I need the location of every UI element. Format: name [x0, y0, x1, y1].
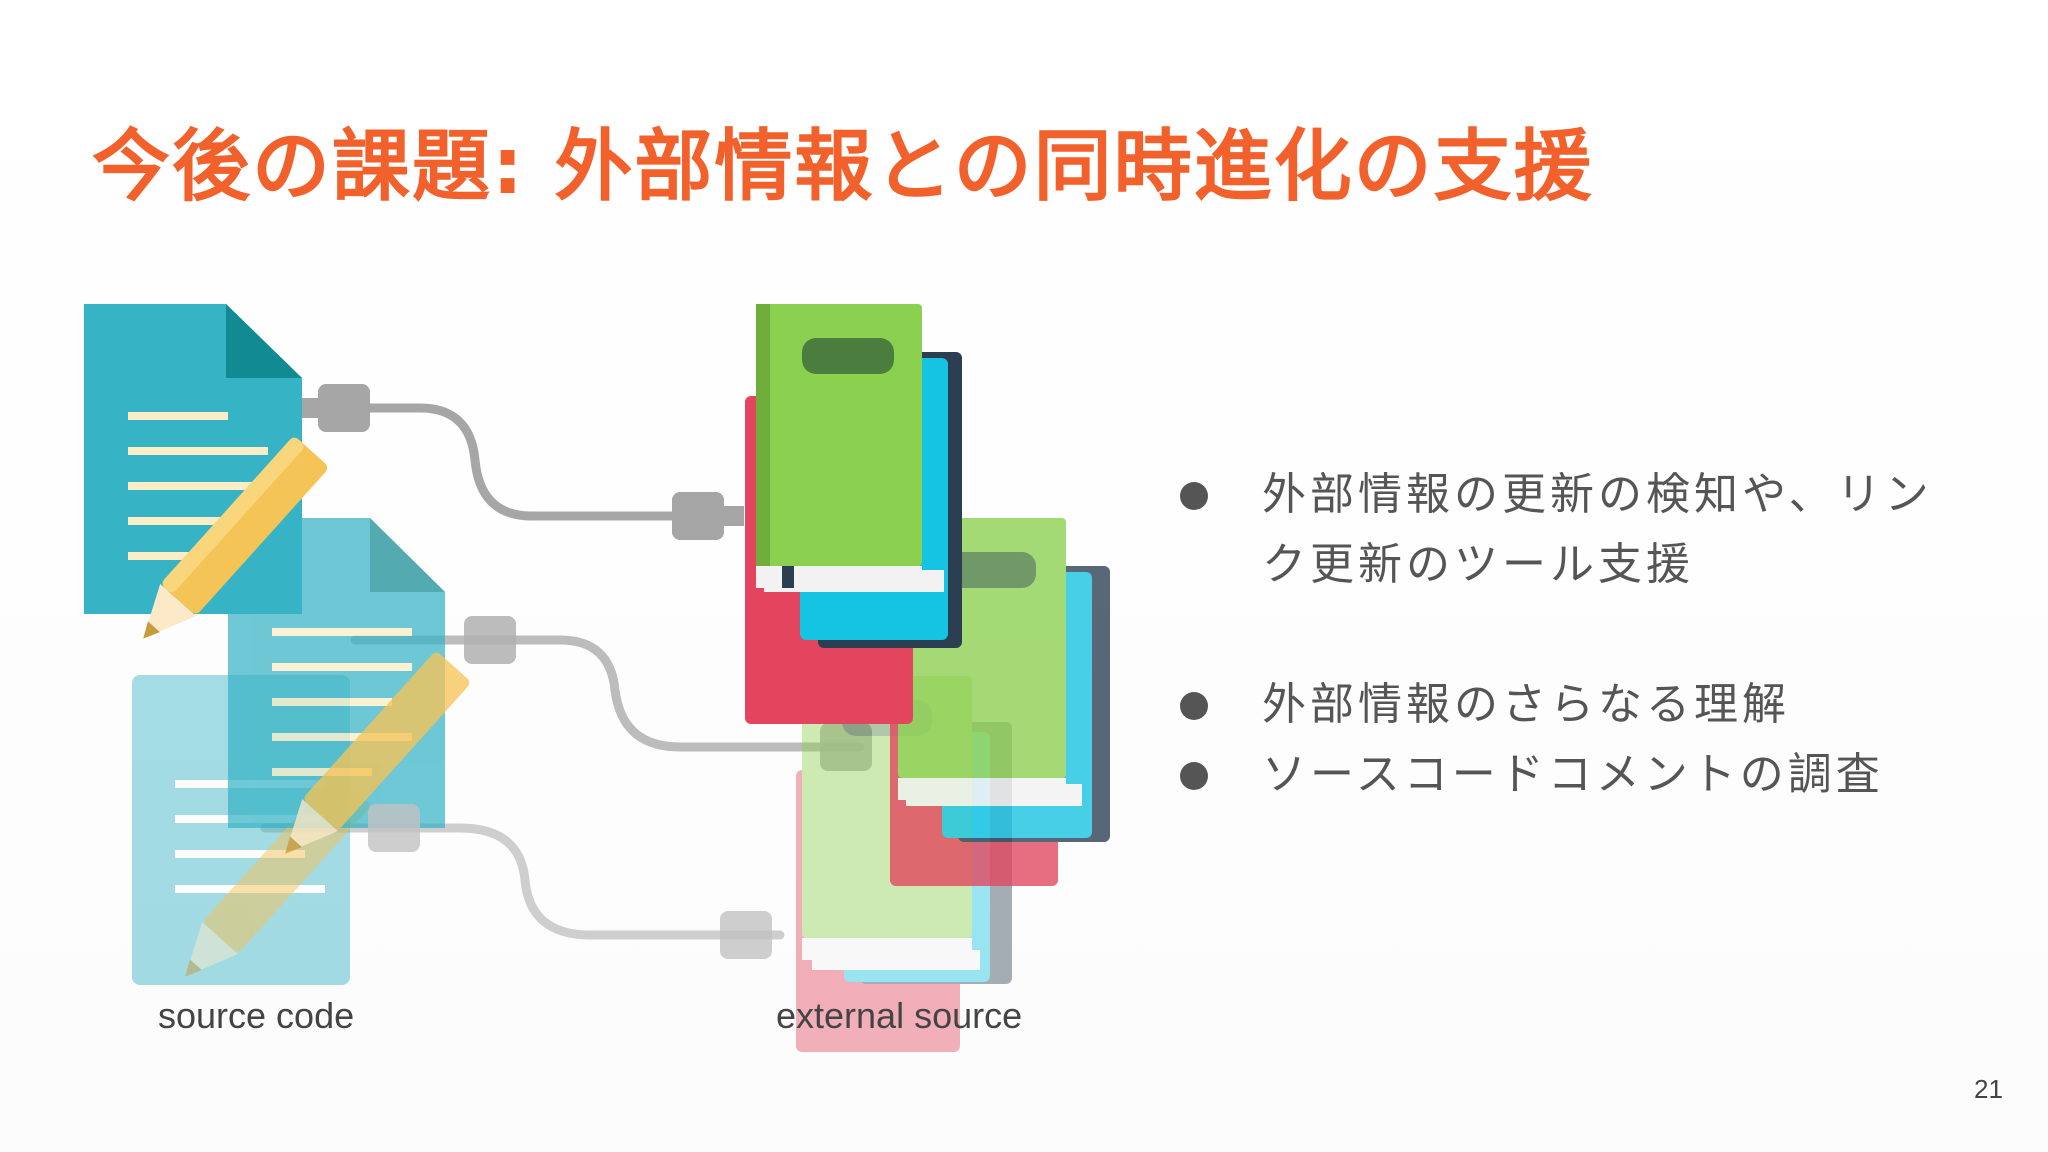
bullet-dot-icon: [1180, 482, 1208, 510]
bullet-item: 外部情報のさらなる理解: [1180, 670, 1940, 740]
bullet-dot-icon: [1180, 762, 1208, 790]
cables: [260, 403, 865, 940]
source-code-caption: source code: [158, 995, 355, 1036]
page-number: 21: [1974, 1074, 2003, 1104]
source-to-external-illustration: [84, 304, 1110, 1052]
book-stack-icon: [745, 304, 962, 724]
bullet-item: ソースコードコメントの調査: [1180, 740, 1940, 810]
bullet-list: 外部情報の更新の検知や、リンク更新のツール支援 外部情報のさらなる理解 ソースコ…: [1180, 460, 1940, 810]
bullet-text: 外部情報の更新の検知や、リンク更新のツール支援: [1262, 469, 1933, 590]
cable-plugs: [302, 384, 872, 959]
bullet-dot-icon: [1180, 692, 1208, 720]
pencil-icon: [143, 437, 328, 639]
bullet-text: 外部情報のさらなる理解: [1262, 679, 1790, 730]
slide-title: 今後の課題: 外部情報との同時進化の支援: [92, 122, 1594, 212]
pencil-icon: [285, 652, 470, 854]
bullet-text: ソースコードコメントの調査: [1262, 749, 1884, 800]
bullet-item: 外部情報の更新の検知や、リンク更新のツール支援: [1180, 460, 1940, 600]
external-source-caption: external source: [776, 995, 1023, 1036]
